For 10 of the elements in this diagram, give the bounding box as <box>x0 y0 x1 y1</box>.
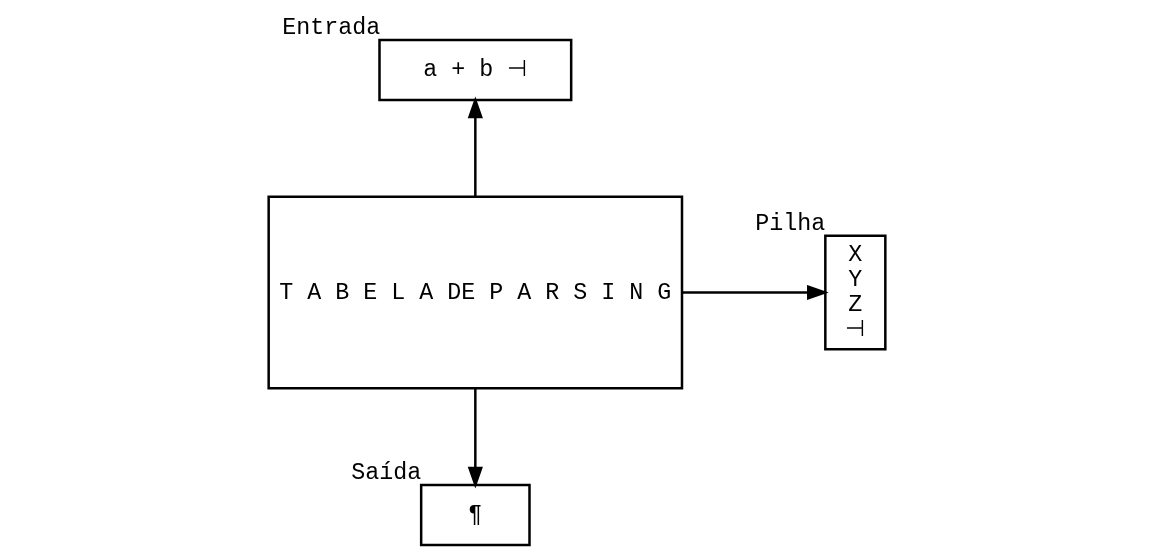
arrow <box>682 284 829 301</box>
node-box: a + b ⊣ <box>378 38 573 102</box>
arrow <box>467 388 483 489</box>
node-box: X Y Z ⊣ <box>824 234 887 351</box>
node-label: Pilha <box>755 210 826 237</box>
node-label: Saída <box>351 459 422 486</box>
node-box: T A B E L A DE P A R S I N G <box>267 195 684 390</box>
node-box: ¶ <box>419 483 531 547</box>
arrow <box>467 96 483 197</box>
node-label: Entrada <box>282 14 381 41</box>
